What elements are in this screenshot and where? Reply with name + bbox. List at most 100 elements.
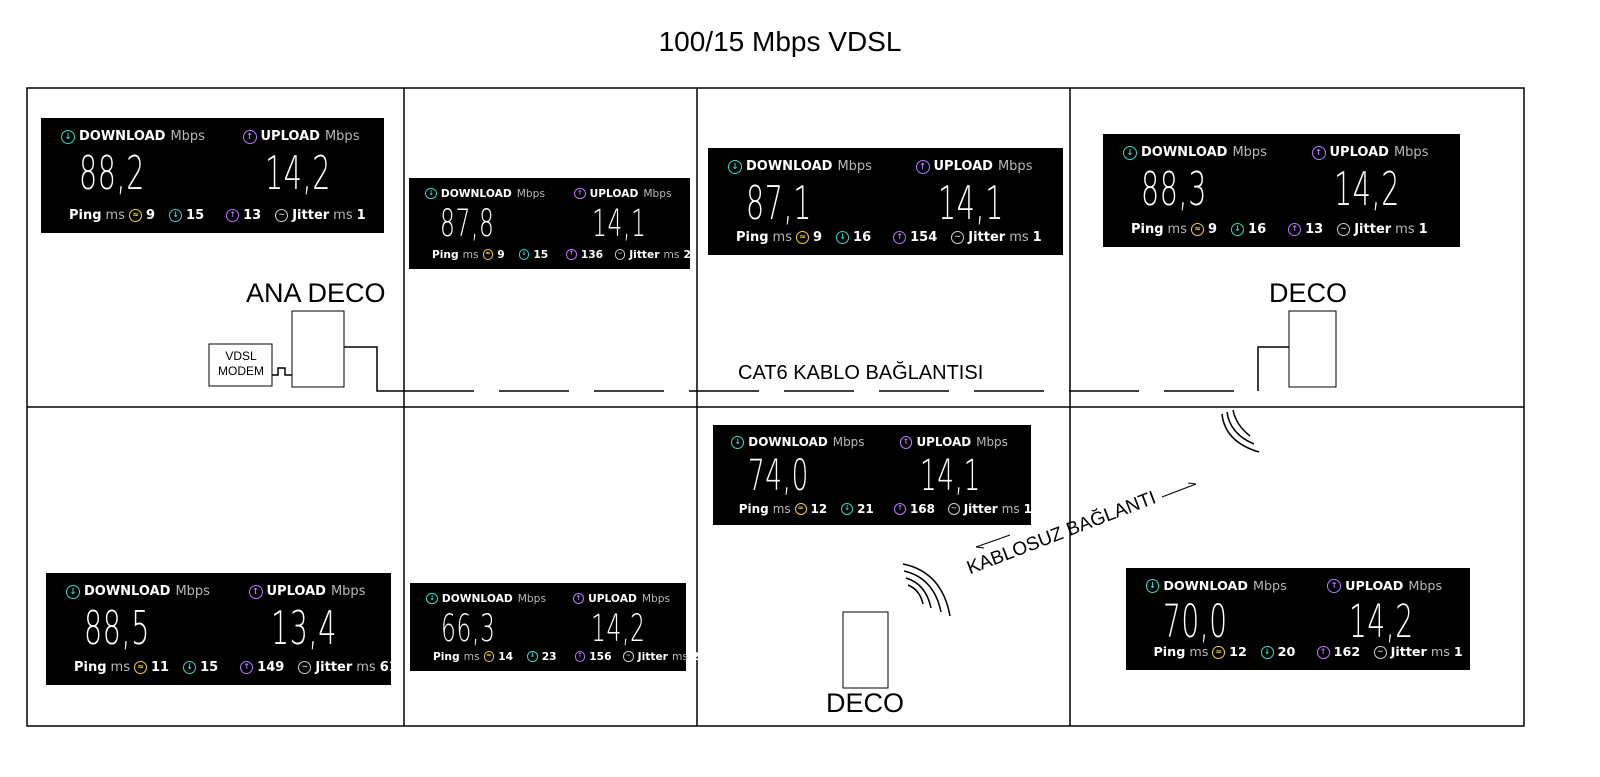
ana-deco-label: ANA DECO	[246, 278, 386, 308]
download-icon: ↓	[728, 159, 742, 174]
jitter-unit: ms	[1001, 501, 1020, 516]
upload-icon: ↑	[574, 187, 586, 200]
cable-end	[1257, 346, 1289, 391]
download-icon: ↓	[169, 209, 183, 222]
download-icon: ↓	[61, 129, 75, 144]
upload-icon: ↑	[1327, 579, 1342, 594]
download-value: 88,5	[84, 601, 150, 655]
ping-download-group: ↓16	[1231, 222, 1266, 237]
jitter-value: 61	[379, 660, 398, 675]
upload-unit: Mbps	[1408, 578, 1443, 594]
download-icon: ↓	[841, 502, 854, 515]
ping-download-group: ↓23	[527, 650, 557, 663]
download-icon: ↓	[731, 435, 745, 449]
jitter-unit: ms	[671, 649, 688, 663]
download-label: DOWNLOAD	[746, 159, 833, 174]
upload-value: 13,4	[270, 601, 337, 655]
ping-icon: ≈	[133, 661, 147, 674]
download-unit: Mbps	[517, 592, 546, 606]
ping-label: Ping	[1153, 645, 1186, 661]
download-label: DOWNLOAD	[441, 592, 513, 606]
deco-bottom-device	[842, 611, 889, 689]
ping-download-value: 15	[200, 660, 219, 675]
upload-icon: ↑	[893, 231, 907, 244]
jitter-unit: ms	[1395, 222, 1415, 237]
ping-label: Ping	[736, 230, 769, 245]
download-unit: Mbps	[1252, 578, 1287, 594]
upload-icon: ↑	[226, 209, 240, 222]
download-icon: ↓	[1260, 646, 1274, 660]
upload-value: 14,1	[592, 200, 647, 245]
ping-download-value: 20	[1277, 645, 1296, 661]
download-value: 88,3	[1141, 162, 1207, 216]
ping-download-value: 15	[533, 247, 549, 261]
download-icon: ↓	[426, 592, 438, 605]
jitter-value: 1	[1023, 501, 1032, 516]
download-value: 70,0	[1163, 595, 1228, 649]
ping-upload-value: 168	[909, 501, 935, 516]
download-icon: ↓	[1123, 145, 1137, 160]
ping-download-group: ↓15	[183, 660, 218, 675]
jitter-icon: ~	[1337, 223, 1351, 236]
ping-icon: ≈	[794, 502, 807, 515]
ping-value: 9	[812, 230, 823, 245]
ping-download-value: 15	[186, 208, 205, 223]
upload-icon: ↑	[1311, 145, 1326, 160]
ping-icon: ≈	[1212, 646, 1226, 660]
ping-icon: ≈	[1190, 223, 1204, 236]
jitter-icon: ~	[947, 502, 960, 515]
upload-label: UPLOAD	[266, 584, 326, 599]
upload-value: 14,2	[590, 605, 646, 650]
upload-label: UPLOAD	[588, 592, 637, 606]
wifi-icon-right	[1221, 409, 1260, 453]
ping-upload-value: 13	[243, 208, 262, 223]
download-label: DOWNLOAD	[1163, 578, 1248, 594]
download-icon: ↓	[1145, 579, 1160, 594]
download-value: 87,8	[440, 200, 495, 245]
ping-label: Ping	[432, 649, 460, 663]
deco-bottom-label: DECO	[826, 688, 905, 718]
upload-unit: Mbps	[976, 435, 1008, 450]
jitter-unit: ms	[333, 208, 353, 223]
ping-download-group: ↓21	[841, 502, 874, 516]
upload-icon: ↑	[248, 584, 263, 599]
ping-unit: ms	[1189, 645, 1209, 661]
ping-icon: ≈	[483, 650, 495, 662]
download-icon: ↓	[183, 661, 197, 674]
ping-download-value: 23	[541, 649, 557, 663]
download-icon: ↓	[66, 584, 80, 599]
download-label: DOWNLOAD	[440, 187, 512, 201]
jitter-label: Jitter	[315, 660, 353, 675]
cable-start	[344, 346, 404, 392]
jitter-icon: ~	[614, 248, 626, 260]
ping-unit: ms	[772, 501, 791, 516]
ping-download-group: ↓20	[1260, 645, 1296, 661]
diagram-title: 100/15 Mbps VDSL	[658, 26, 902, 57]
download-header: ↓DOWNLOAD Mbps	[426, 592, 546, 605]
download-unit: Mbps	[832, 435, 865, 450]
upload-value: 14,2	[264, 146, 331, 200]
vdsl-modem-device	[208, 343, 273, 387]
